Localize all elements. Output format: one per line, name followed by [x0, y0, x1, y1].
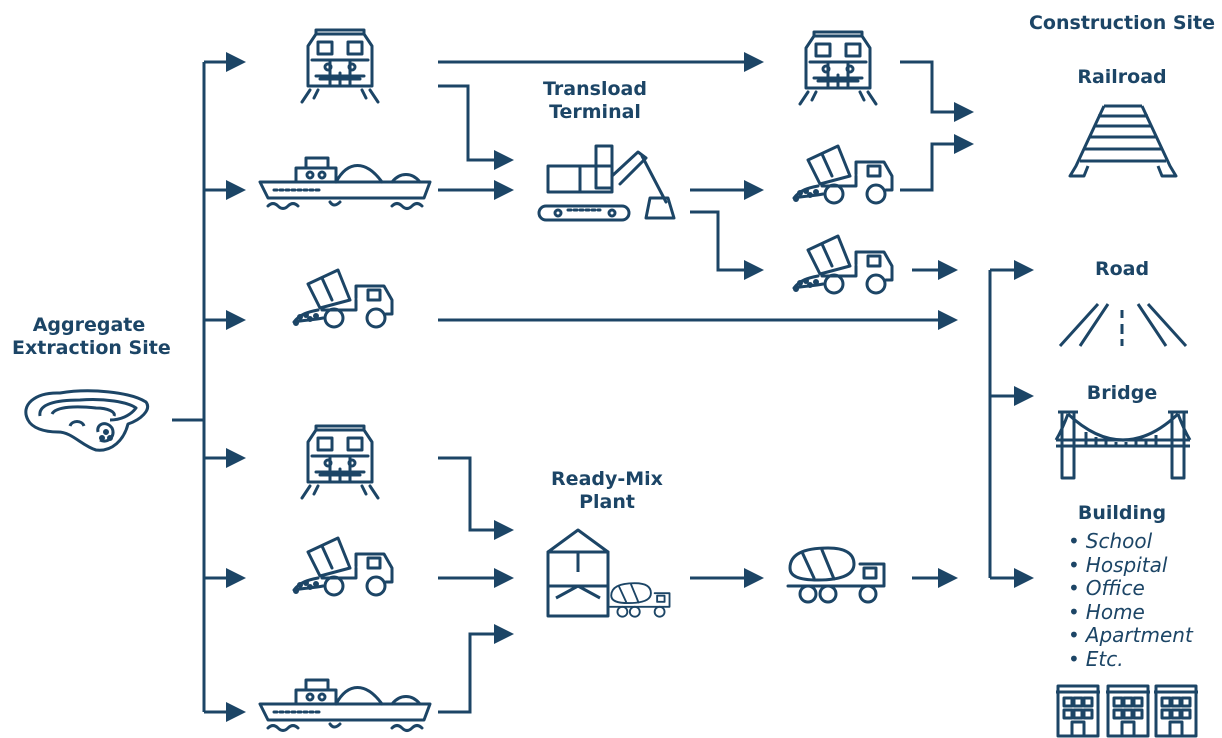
- building-icon: [1104, 684, 1152, 738]
- quarry-icon: [24, 389, 149, 452]
- extraction-label-line2: Extraction Site: [12, 337, 171, 359]
- list-item: Home: [1068, 600, 1193, 625]
- flow-lines: [172, 60, 1014, 714]
- building-icon: [1152, 684, 1200, 738]
- building-types-list: School Hospital Office Home Apartment Et…: [1068, 529, 1193, 672]
- road-label: Road: [1094, 258, 1150, 280]
- railroad-label: Railroad: [1077, 66, 1167, 88]
- construction-site-label: Construction Site: [1028, 12, 1216, 34]
- road-icon: [1058, 302, 1188, 348]
- barge-icon: [258, 156, 432, 210]
- ready-mix-plant-label: Ready-Mix Plant: [540, 468, 674, 514]
- list-item: Hospital: [1068, 553, 1193, 578]
- dump-truck-icon: [792, 234, 894, 295]
- excavator-icon: [537, 144, 676, 222]
- mixer-truck-icon: [609, 582, 671, 618]
- dump-truck-icon: [792, 144, 894, 205]
- transload-label-line1: Transload: [543, 78, 647, 100]
- train-icon: [300, 424, 380, 500]
- silo-icon: [546, 528, 610, 618]
- bridge-label: Bridge: [1086, 382, 1158, 404]
- dump-truck-icon: [292, 536, 394, 597]
- extraction-label-line1: Aggregate: [32, 314, 146, 336]
- building-icon: [1054, 684, 1102, 738]
- list-item: Etc.: [1068, 647, 1193, 672]
- transload-label-line2: Terminal: [549, 101, 641, 123]
- building-label: Building: [1077, 502, 1167, 524]
- mixer-truck-icon: [786, 546, 886, 604]
- list-item: Apartment: [1068, 624, 1193, 648]
- readymix-label-line2: Plant: [579, 491, 635, 513]
- bridge-icon: [1054, 410, 1192, 480]
- readymix-label-line1: Ready-Mix: [551, 468, 663, 490]
- train-icon: [300, 28, 380, 104]
- extraction-site-label: Aggregate Extraction Site: [12, 314, 171, 360]
- barge-icon: [258, 678, 432, 732]
- train-icon: [798, 30, 878, 106]
- list-item: School: [1068, 529, 1193, 554]
- railroad-track-icon: [1068, 104, 1178, 178]
- arrowheads: [226, 52, 1034, 722]
- transload-terminal-label: Transload Terminal: [540, 78, 650, 124]
- dump-truck-icon: [292, 268, 394, 329]
- list-item: Office: [1068, 577, 1193, 601]
